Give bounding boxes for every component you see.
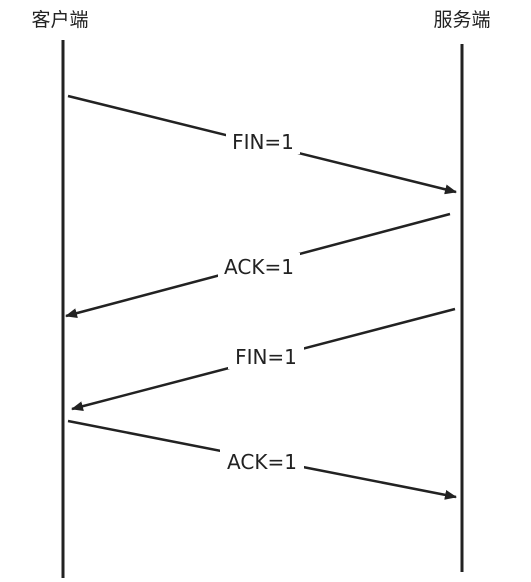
message-3-label-bg xyxy=(228,343,304,369)
message-4: ACK=1 xyxy=(67,419,457,500)
message-4-label-bg xyxy=(220,448,304,474)
message-1-label-bg xyxy=(226,128,300,154)
message-3: FIN=1 xyxy=(71,307,456,412)
message-2-label: ACK=1 xyxy=(224,255,294,279)
message-1-label: FIN=1 xyxy=(232,130,294,154)
message-4-label: ACK=1 xyxy=(227,450,297,474)
message-2-label-bg xyxy=(218,253,300,279)
client-label: 客户端 xyxy=(31,9,88,31)
message-3-label: FIN=1 xyxy=(235,345,297,369)
message-1: FIN=1 xyxy=(67,94,457,195)
server-label: 服务端 xyxy=(433,9,490,31)
message-2: ACK=1 xyxy=(65,212,451,319)
